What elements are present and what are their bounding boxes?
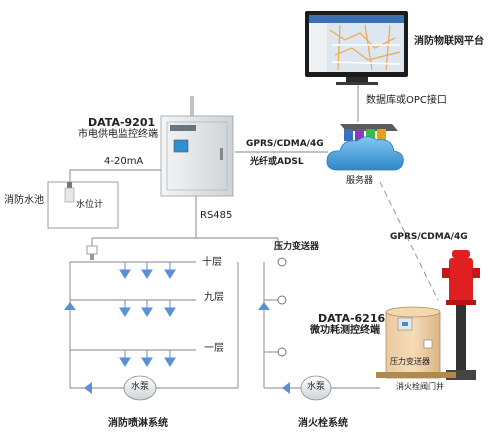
platform-label: 消防物联网平台 — [414, 36, 484, 47]
sprinkler-piping — [69, 261, 239, 389]
terminal-main-name: 市电供电监控终端 — [78, 129, 158, 140]
platform-monitor — [305, 11, 408, 85]
cloud-icon — [326, 136, 404, 171]
level-meter-label: 水位计 — [76, 200, 104, 210]
hydrant-riser-arrow — [258, 302, 270, 310]
sprinkler-pressure-transmitter — [86, 245, 98, 260]
sprinkler-riser-arrow — [64, 302, 76, 310]
sprinkler-flow-arrow — [84, 382, 92, 394]
hydrant-system-label: 消火栓系统 — [298, 418, 348, 429]
fire-hydrant-icon — [442, 250, 480, 380]
sprinkler-heads — [119, 262, 176, 367]
link-server-micro — [379, 181, 439, 301]
interface-label: 数据库或OPC接口 — [366, 95, 447, 106]
server-label: 服务器 — [346, 176, 374, 186]
hydrant-flow-arrow — [282, 382, 290, 394]
valve-pit-tank — [385, 306, 441, 379]
sprinkler-pump-icon — [123, 375, 157, 401]
terminal-main-model: DATA-9201 — [88, 116, 156, 129]
link-top-label: GPRS/CDMA/4G — [246, 139, 324, 149]
rs485-label: RS485 — [200, 210, 233, 221]
pool-label: 消防水池 — [4, 195, 44, 206]
link-cabinet-level — [69, 169, 161, 182]
link-fiber-label: 光纤或ADSL — [250, 157, 304, 167]
level-meter-probe — [64, 182, 75, 203]
terminal-micro-name: 微功耗测控终端 — [310, 325, 380, 336]
valve-pit-label: 消火栓阀门井 — [396, 382, 444, 391]
sprinkler-system-label: 消防喷淋系统 — [108, 418, 168, 429]
signal-label: 4-20mA — [104, 156, 144, 167]
terminal-cabinet — [160, 96, 234, 197]
hydrant-pump-label: 水泵 — [307, 382, 326, 392]
valve-pit-pressure-label: 压力变送器 — [390, 357, 430, 366]
pool-box — [47, 181, 119, 229]
terminal-micro-model: DATA-6216 — [318, 312, 386, 325]
floor-9-label: 九层 — [204, 292, 224, 303]
hydrant-pump-icon — [300, 375, 332, 401]
floor-1-label: 一层 — [204, 343, 224, 354]
sprinkler-pump-label: 水泵 — [131, 382, 150, 392]
pressure-transmitter-label: 压力变送器 — [274, 242, 320, 252]
hydrant-outlets — [277, 257, 287, 357]
floor-10-label: 十层 — [202, 257, 222, 268]
server-rack-icon — [340, 124, 398, 141]
ground-strip — [376, 372, 456, 378]
link-diag-label: GPRS/CDMA/4G — [390, 232, 468, 242]
